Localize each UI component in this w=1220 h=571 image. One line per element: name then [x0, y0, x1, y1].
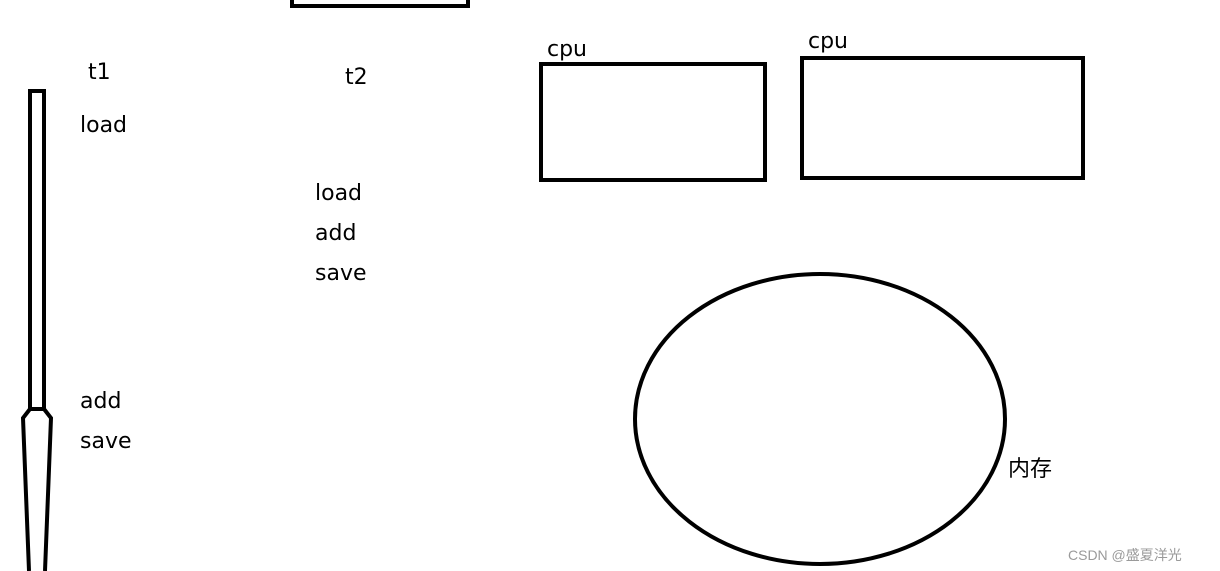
t1-op-add: add	[80, 389, 122, 414]
t1-timeline-taper	[20, 407, 54, 571]
t2-label: t2	[345, 65, 368, 90]
t1-op-save: save	[80, 429, 132, 454]
t2-op-add: add	[315, 221, 357, 246]
t2-op-save: save	[315, 261, 367, 286]
t1-label: t1	[88, 60, 111, 85]
cpu-label-1: cpu	[547, 37, 588, 62]
cropped-box-top	[290, 0, 470, 8]
t1-op-load: load	[80, 113, 128, 138]
t1-timeline-bar	[28, 89, 46, 411]
watermark: CSDN @盛夏洋光	[1068, 547, 1182, 563]
memory-ellipse	[633, 272, 1007, 566]
cpu-box-1	[539, 62, 767, 182]
cpu-box-2	[800, 56, 1085, 180]
memory-label: 内存	[1008, 457, 1053, 482]
t2-op-load: load	[315, 181, 363, 206]
cpu-label-2: cpu	[808, 29, 849, 54]
